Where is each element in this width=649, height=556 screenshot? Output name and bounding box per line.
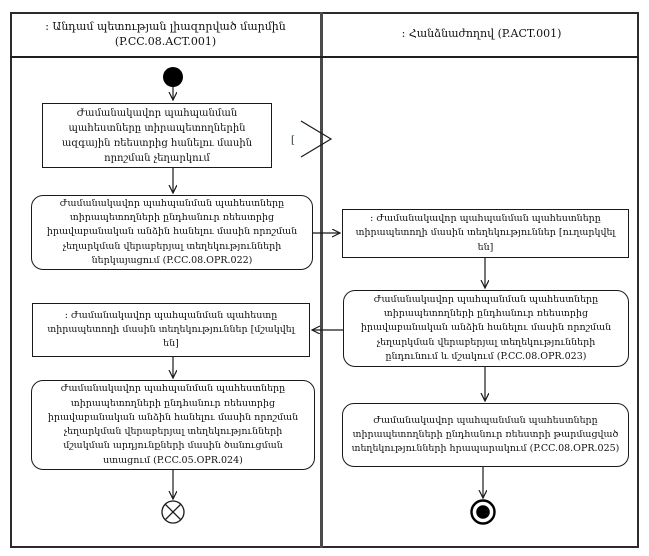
- action-submit-cancellation-info: Ժամանակավոր պահպանման պահեստները տիրապետ…: [31, 195, 313, 270]
- object-owner-info-processed: : Ժամանակավոր պահպանման պահեստը տիրապետո…: [32, 303, 310, 357]
- object-owner-info-sent: : Ժամանակավոր պահպանման պահեստները տիրապ…: [342, 209, 629, 258]
- lane-header-separator: [10, 56, 639, 58]
- action-receive-and-process-info: Ժամանակավոր պահպանման պահեստները տիրապետ…: [343, 290, 629, 367]
- action-cancel-decision: Ժամանակավոր պահպանման պահեստները տիրապետ…: [42, 103, 272, 168]
- lane-header-commission: : Հանձնաժողով (P.ACT.001): [401, 27, 562, 41]
- action-receive-processing-notification: Ժամանակավոր պահպանման պահեստները տիրապետ…: [31, 380, 315, 470]
- swimlane-divider: [320, 12, 323, 548]
- lane-header-authorized-body: : Անդամ պետության լիազորված մարմին (P.CC…: [45, 20, 286, 48]
- action-publish-updated-registry: Ժամանակավոր պահպանման պահեստները տիրապետ…: [342, 403, 629, 467]
- diagram-frame: [10, 12, 639, 548]
